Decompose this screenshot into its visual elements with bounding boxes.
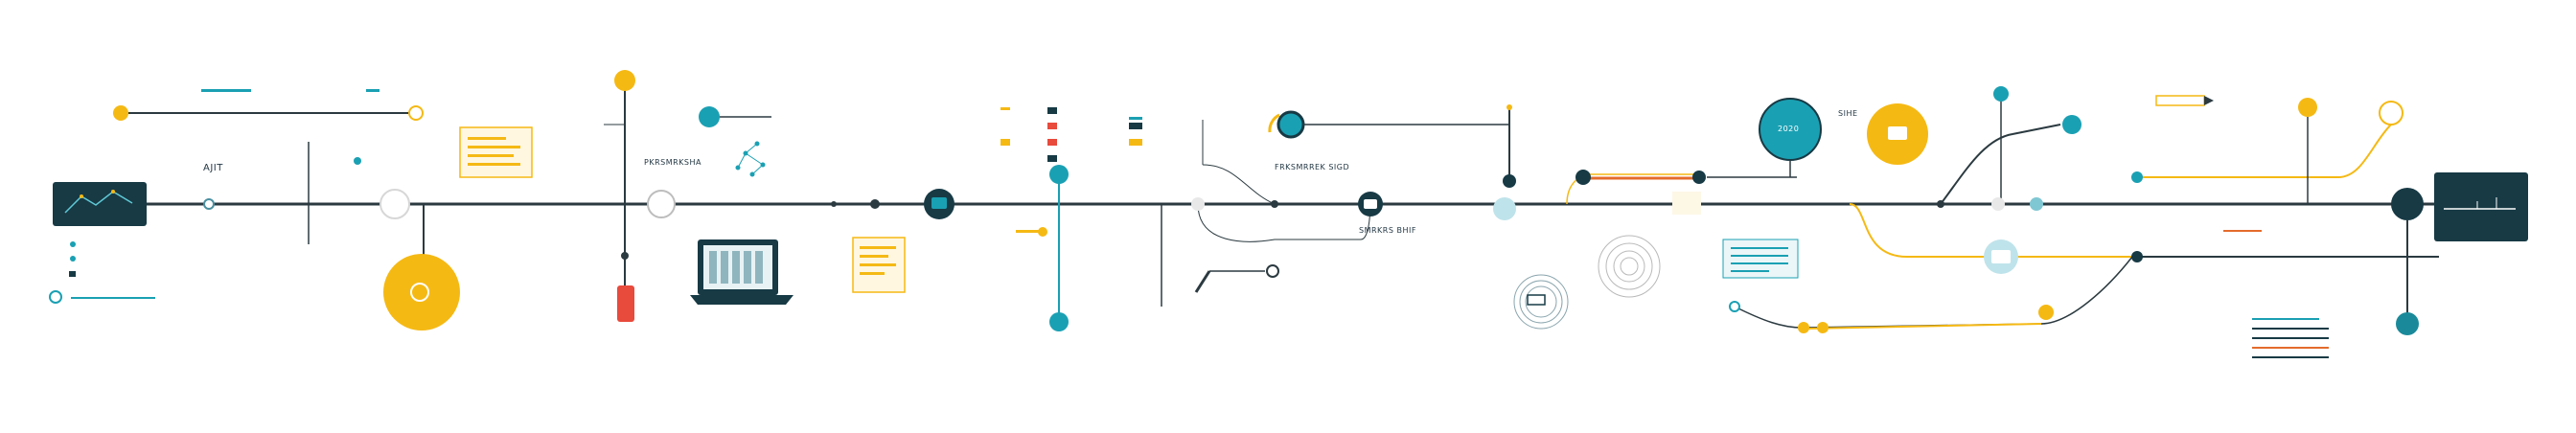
text-placeholder <box>1016 230 1039 233</box>
bell-node <box>2379 101 2404 125</box>
text-placeholder <box>366 89 380 92</box>
node-ring <box>1266 264 1279 278</box>
swatch <box>1129 139 1142 146</box>
connector <box>1197 203 1371 242</box>
swatch <box>1129 123 1142 129</box>
laptop-icon <box>690 239 794 305</box>
node-dark <box>2131 251 2143 262</box>
node-yellow <box>2038 305 2054 320</box>
node-teal <box>2030 197 2043 211</box>
node-dark <box>1576 170 1591 185</box>
document-icon <box>852 237 906 293</box>
red-capsule <box>617 285 634 322</box>
right-top-word: SIHE <box>1838 109 1858 118</box>
magnifier-icon <box>410 283 429 302</box>
text-placeholder <box>2252 318 2319 320</box>
camera-icon <box>1364 199 1377 209</box>
node-dark <box>621 252 629 260</box>
chart-screen-icon <box>53 182 147 226</box>
bell-icon <box>614 70 635 91</box>
arc-yellow <box>1268 113 1280 133</box>
text-placeholder <box>71 297 155 299</box>
swatch <box>1000 107 1010 110</box>
connector <box>1202 164 1276 205</box>
node-small <box>1506 104 1512 110</box>
text-placeholder <box>2252 356 2329 358</box>
text-placeholder <box>2252 337 2329 339</box>
connector <box>1940 124 2061 205</box>
node-ring <box>49 290 62 304</box>
computer-icon <box>932 197 947 209</box>
swatch <box>1129 117 1142 120</box>
curve-yellow <box>1806 323 2042 330</box>
right-caption: SMRKRS BHIF <box>1359 226 1416 235</box>
bullet <box>70 241 76 247</box>
swatch <box>1047 155 1057 162</box>
node-teal <box>2062 115 2082 134</box>
pencil-icon <box>2155 95 2205 106</box>
node-dark <box>1503 174 1516 188</box>
check-node <box>1049 312 1069 331</box>
left-mid-caption: PKRSMRKSHA <box>644 158 702 167</box>
target-node <box>1276 110 1305 139</box>
node-teal <box>354 157 361 165</box>
ring-graphic <box>1513 274 1569 330</box>
swatch <box>1047 139 1057 146</box>
node-small <box>203 198 215 210</box>
net-box-label: 2020 <box>1778 125 1800 133</box>
node-light <box>1991 197 2005 211</box>
pencil-tip <box>2204 96 2214 105</box>
node-teal <box>2396 312 2419 335</box>
text-placeholder <box>2252 328 2329 330</box>
swatch <box>1047 123 1057 129</box>
node-ring <box>647 190 676 218</box>
secondary-timeline <box>1849 203 2439 258</box>
curve-yellow <box>2337 124 2392 178</box>
bullet <box>70 256 76 262</box>
swatch <box>1000 139 1010 146</box>
text-placeholder <box>2252 347 2329 349</box>
node-dark <box>870 199 880 209</box>
screen-panel <box>2434 172 2528 241</box>
node-dark <box>1692 171 1706 184</box>
network-icon <box>735 141 766 177</box>
paper-card <box>1672 192 1701 215</box>
text-placeholder <box>201 89 251 92</box>
node-ring <box>1191 197 1205 211</box>
node-dark <box>2391 188 2424 220</box>
monitor-mini <box>1527 294 1546 306</box>
node-yellow <box>113 105 128 121</box>
document-icon <box>459 126 533 178</box>
ajit-label: AJIT <box>203 163 223 173</box>
node-yellow <box>1038 227 1047 237</box>
center-caption: FRKSMRREK SIGD <box>1275 163 1350 171</box>
node-small <box>831 201 837 207</box>
big-yellow-circle <box>383 254 460 330</box>
check-node <box>1049 165 1069 184</box>
swatch <box>1047 107 1057 114</box>
document-icon <box>1722 239 1799 279</box>
node-teal <box>699 106 720 127</box>
node-yellow <box>1798 322 1809 333</box>
ring-graphic <box>1598 235 1661 298</box>
node-ring <box>408 105 424 121</box>
bell-icon <box>2298 98 2317 117</box>
text-placeholder <box>2223 230 2262 232</box>
node-ring <box>380 189 410 219</box>
folder-icon <box>1888 126 1907 140</box>
node-light <box>1493 197 1516 220</box>
pencil-icon <box>1194 270 1211 293</box>
node-teal <box>1993 86 2009 102</box>
curve-line <box>1734 256 2133 329</box>
node-ring <box>1729 301 1740 312</box>
bullet <box>69 271 76 277</box>
node-yellow <box>1817 322 1828 333</box>
folder-icon <box>1991 250 2011 263</box>
node-teal <box>2131 171 2143 183</box>
